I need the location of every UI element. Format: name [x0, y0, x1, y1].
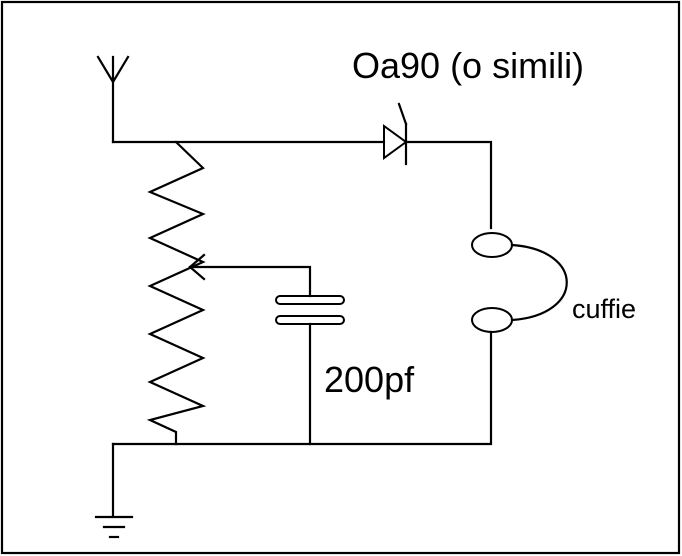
diode-label: Oa90 (o simili) — [352, 45, 584, 86]
bottom-wire — [111, 330, 493, 446]
wiper-arrow-icon — [188, 253, 312, 298]
diode-icon — [383, 102, 408, 166]
antenna-icon — [96, 55, 130, 144]
potentiometer-icon — [146, 140, 207, 446]
capacitor-icon — [275, 295, 345, 446]
capacitor-label: 200pf — [324, 359, 415, 400]
top-wire — [111, 140, 493, 230]
headphones-label: cuffie — [572, 294, 636, 324]
headphones-icon — [471, 232, 568, 333]
ground-icon — [94, 442, 134, 539]
